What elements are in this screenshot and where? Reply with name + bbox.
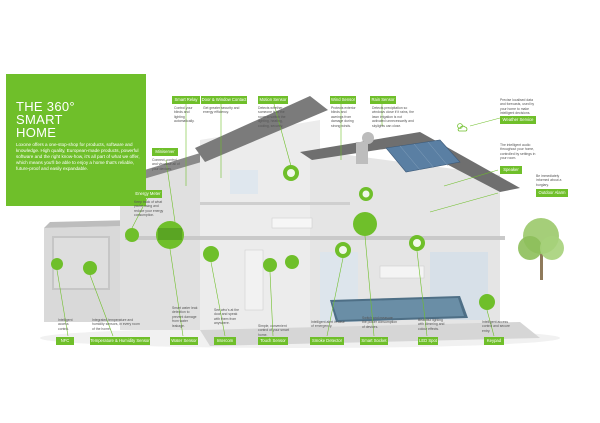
desc-wind-sensor: Protects exterior blinds and awnings fro… bbox=[331, 106, 356, 128]
desc-intercom: See who's at the door and speak with the… bbox=[214, 308, 239, 326]
desc-door-window-contact: Get greater security and energy efficien… bbox=[203, 106, 240, 115]
label-motion-sensor: Motion Sensor bbox=[258, 96, 288, 104]
desc-outdoor-alarm: Be immediately informed about a burglary… bbox=[536, 174, 562, 187]
desc-motion-sensor: Detects whether someone is in the room t… bbox=[258, 106, 286, 128]
desc-rain-sensor: Detects precipitation so windows close i… bbox=[372, 106, 415, 128]
desc-temperature-humidity: Integrated temperature and humidity sens… bbox=[92, 318, 140, 331]
label-water-sensor: Water Sensor bbox=[170, 337, 198, 345]
label-intercom: Intercom bbox=[214, 337, 236, 345]
desc-smoke-detector: Intelligent alert in case of emergency. bbox=[311, 320, 345, 329]
label-energy-meter: Energy Meter bbox=[134, 190, 162, 198]
label-touch-sensor: Touch Sensor bbox=[258, 337, 288, 345]
desc-weather-service: Precise localised data and forecasts, us… bbox=[500, 98, 535, 116]
desc-water-sensor: Smart water leak detection to prevent da… bbox=[172, 306, 198, 328]
label-weather-service: Weather Service bbox=[500, 116, 536, 124]
label-outdoor-alarm: Outdoor Alarm bbox=[536, 189, 568, 197]
desc-speaker: The intelligent audio throughout your ho… bbox=[500, 143, 536, 161]
label-smart-relay: Smart Relay bbox=[172, 96, 200, 104]
desc-smart-relay: Control your blinds and lighting automat… bbox=[174, 106, 195, 124]
desc-miniserver: Connect, control and visualise all of yo… bbox=[152, 158, 180, 171]
label-led-spot: LED Spot bbox=[418, 337, 438, 345]
desc-nfc: Intelligent access control. bbox=[58, 318, 73, 331]
desc-smart-socket: Switch and measure the power consumption… bbox=[362, 316, 398, 329]
desc-touch-sensor: Simple, convenient control of your smart… bbox=[258, 324, 289, 337]
label-wind-sensor: Wind Sensor bbox=[330, 96, 356, 104]
label-miniserver: Miniserver bbox=[152, 148, 178, 156]
label-nfc: NFC bbox=[56, 337, 74, 345]
label-speaker: Speaker bbox=[500, 166, 522, 174]
intro-title: THE 360° SMART HOME bbox=[16, 99, 75, 140]
label-smart-socket: Smart Socket bbox=[360, 337, 388, 345]
desc-keypad: Intelligent access control and secure en… bbox=[482, 320, 510, 333]
intro-text: Loxone offers a one-stop-shop for produc… bbox=[16, 142, 140, 171]
desc-energy-meter: Keep track of what you're using and redu… bbox=[134, 200, 164, 218]
desc-led-spot: Beautiful lighting with dimming and colo… bbox=[418, 318, 445, 331]
cloud-sun-icon bbox=[455, 120, 469, 132]
label-keypad: Keypad bbox=[484, 337, 504, 345]
label-smoke-detector: Smoke Detector bbox=[310, 337, 344, 345]
label-door-window-contact: Door & Window Contact bbox=[201, 96, 247, 104]
label-temperature-humidity: Temperature & Humidity Sensor bbox=[90, 337, 150, 345]
label-rain-sensor: Rain Sensor bbox=[370, 96, 396, 104]
intro-panel: THE 360° SMART HOME Loxone offers a one-… bbox=[6, 74, 146, 206]
